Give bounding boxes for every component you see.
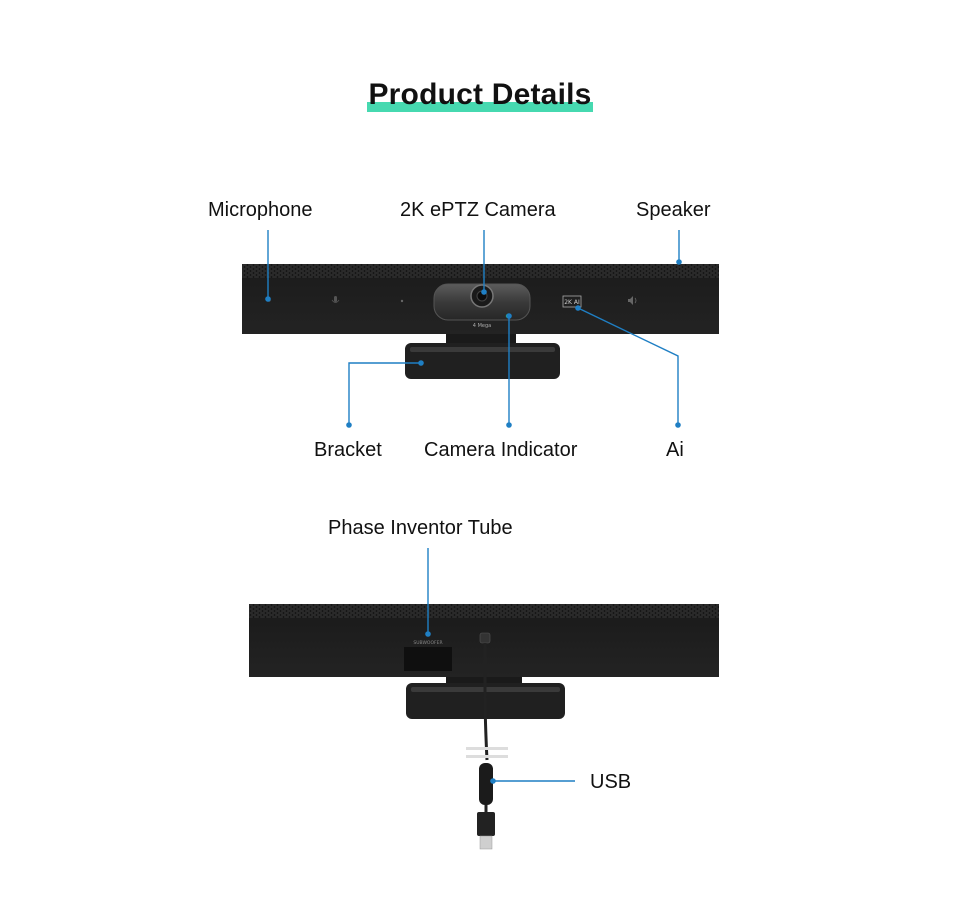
- back-device: SUBWOOFER: [249, 604, 719, 850]
- page-title: Product Details: [0, 78, 960, 114]
- back-callout-dots: [425, 631, 496, 784]
- label-ai: Ai: [666, 439, 684, 461]
- cable-clip-bottom: [466, 755, 508, 758]
- label-speaker: Speaker: [636, 199, 711, 221]
- bracket-highlight: [410, 347, 555, 352]
- page-title-text: Product Details: [367, 78, 593, 114]
- ferrite-core: [479, 763, 493, 805]
- label-microphone: Microphone: [208, 199, 313, 221]
- label-bracket: Bracket: [314, 439, 382, 461]
- speaker-icon: [628, 296, 637, 305]
- ai-badge-text: 2K AI: [564, 299, 580, 306]
- callout-bracket: [348, 362, 421, 425]
- front-speaker-grille: [242, 264, 719, 278]
- subwoofer-port: [404, 647, 452, 671]
- front-callouts: [267, 230, 680, 425]
- label-camera: 2K ePTZ Camera: [400, 199, 556, 221]
- label-camera-indicator: Camera Indicator: [424, 439, 578, 461]
- port-text: SUBWOOFER: [413, 640, 442, 646]
- label-usb: USB: [590, 771, 632, 793]
- usb-plug: [477, 812, 495, 836]
- microphone-hole-2: [400, 299, 404, 303]
- front-device: 4 Mega 2K AI: [242, 264, 719, 379]
- callout-ai: [577, 307, 679, 425]
- usb-plug-connector: [479, 835, 493, 850]
- lens-text: 4 Mega: [473, 323, 491, 329]
- usb-port: [479, 632, 491, 644]
- cable-clip-top: [466, 747, 508, 750]
- label-phase-inventor-tube: Phase Inventor Tube: [328, 517, 513, 539]
- back-speaker-grille: [249, 604, 719, 618]
- front-callout-dots: [265, 259, 682, 428]
- microphone-icon: [331, 296, 340, 303]
- back-callouts: [427, 548, 575, 782]
- usb-cable: [483, 643, 489, 761]
- ai-badge: [562, 295, 582, 308]
